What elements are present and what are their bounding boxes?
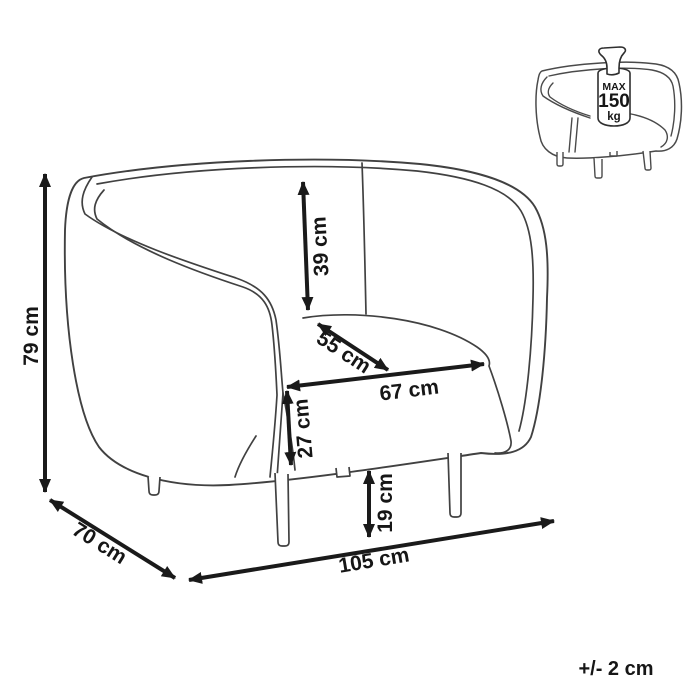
mini-right-leg: [642, 150, 652, 171]
armrest-sweep-inner: [93, 189, 278, 478]
depth-label: 70 cm: [68, 518, 131, 569]
dimension-depth: 70 cm: [48, 498, 177, 580]
mini-center-leg: [593, 157, 603, 179]
depth-arrow: [48, 498, 177, 580]
armchair-inner-rim: [96, 165, 535, 432]
shell-inner-bottom-arc: [234, 435, 257, 478]
mini-arm-seam-1: [568, 117, 573, 153]
leg-height-label: 19 cm: [374, 473, 397, 533]
mini-underseat-notch: [609, 151, 618, 157]
seat-height-arrow: [281, 390, 297, 466]
dimension-width: 105 cm: [188, 517, 555, 584]
underseat-notch: [335, 466, 351, 478]
seat-height-label: 27 cm: [289, 398, 317, 459]
dimension-seat-width: 67 cm: [286, 359, 485, 406]
height-label: 79 cm: [20, 306, 43, 366]
width-label: 105 cm: [337, 543, 411, 577]
backrest-seam: [361, 162, 367, 315]
backrest-height-label: 39 cm: [307, 216, 333, 277]
mini-arm-seam-2: [574, 117, 579, 153]
max-load-line2: 150: [598, 91, 630, 112]
seat-width-arrow: [286, 359, 485, 392]
front-right-leg: [447, 452, 462, 518]
dimension-backrest-height: 39 cm: [297, 181, 334, 311]
dimension-height: 79 cm: [20, 173, 51, 493]
dimension-seat-height: 27 cm: [281, 390, 318, 466]
seat-cushion-edge: [302, 313, 512, 454]
mini-seat-edge: [630, 113, 669, 148]
tolerance-label: +/- 2 cm: [578, 658, 653, 680]
dimension-leg-height: 19 cm: [363, 470, 397, 538]
max-load-badge: MAX 150 kg: [535, 46, 683, 179]
mini-armrest-sweep-outer: [540, 76, 591, 119]
front-left-leg: [147, 475, 161, 496]
front-center-leg: [274, 472, 290, 547]
width-arrow: [188, 517, 555, 584]
mini-inner-rim: [548, 67, 676, 137]
weight-neck: [598, 46, 627, 76]
mini-left-leg: [556, 152, 564, 167]
kettlebell-weight-icon: MAX 150 kg: [597, 46, 631, 127]
max-load-line1: MAX: [602, 81, 625, 93]
max-load-line3: kg: [607, 111, 620, 123]
mini-armrest-sweep-inner: [547, 82, 591, 117]
backrest-height-arrow: [297, 181, 314, 311]
armchair-outer-shell: [63, 158, 549, 487]
